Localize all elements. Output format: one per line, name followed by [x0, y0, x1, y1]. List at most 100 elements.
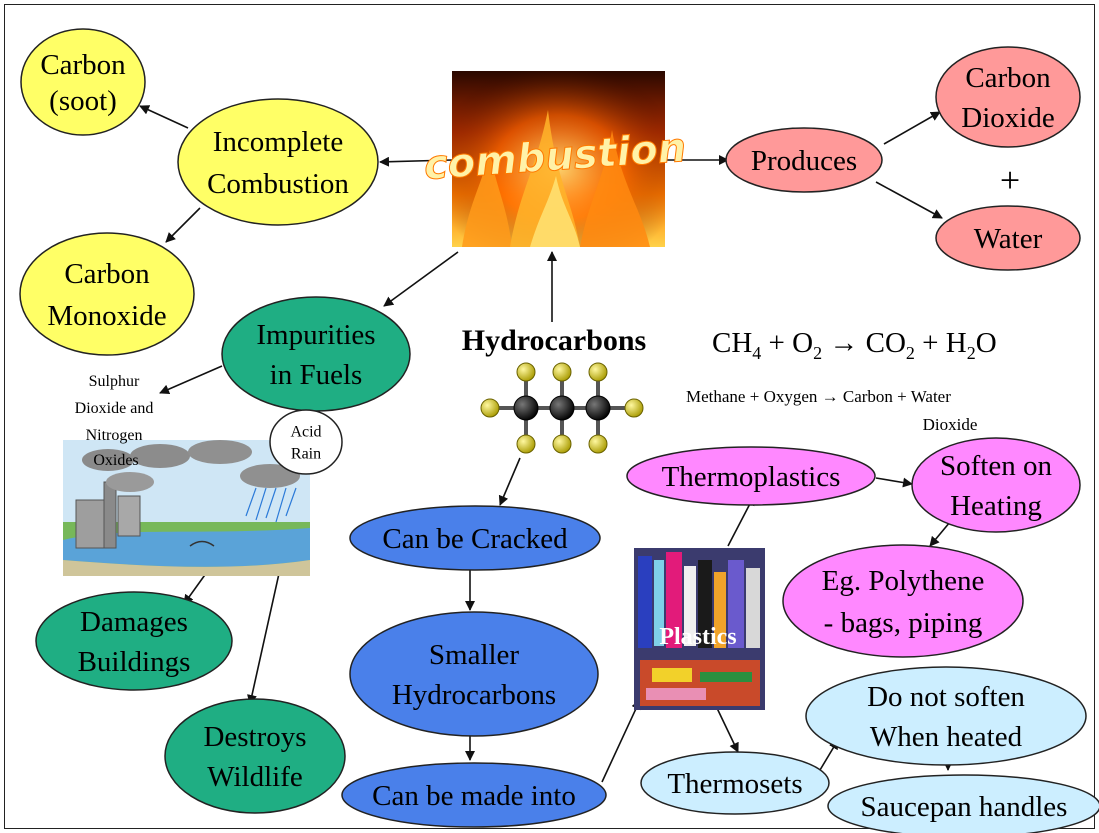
arrow-plastics-to-thermosets [715, 705, 739, 753]
node-produces-label-1: Produces [751, 145, 857, 177]
node-can-be-cracked-shape [349, 505, 601, 571]
node-impurities-label-2: in Fuels [270, 359, 363, 391]
acid-rain-landscape-image [63, 440, 310, 576]
node-soften-on-heating-shape [911, 437, 1081, 533]
node-carbon-monoxide-label-1: Carbon [64, 258, 150, 290]
arrow-molecule-to-cracked [498, 457, 521, 506]
node-destroys-wildlife-label-1: Destroys [203, 721, 306, 753]
hydrogen-atom-6 [516, 434, 536, 454]
node-carbon-soot-label-2: (soot) [49, 85, 117, 117]
node-incomplete-combustion-label-1: Incomplete [213, 126, 343, 158]
node-do-not-soften-label-1: Do not soften [867, 681, 1025, 713]
node-acid-rain-shape [269, 409, 343, 475]
node-water: Water [935, 205, 1081, 271]
hydrogen-atom-1 [480, 398, 500, 418]
node-impurities-shape [221, 296, 411, 412]
node-saucepan-handles-label-1: Saucepan handles [861, 791, 1068, 823]
carbon-atom-3 [585, 395, 611, 421]
node-saucepan-handles: Saucepan handles [827, 774, 1099, 833]
node-soften-on-heating-label-1: Soften on [940, 450, 1052, 482]
chemical-equation: CH4 + O2 → CO2 + H2O [712, 327, 997, 363]
arrow-produces-to-co2 [883, 111, 941, 145]
node-impurities: Impurities in Fuels [221, 296, 411, 412]
arrow-soften-to-polythene [929, 521, 951, 547]
eq-plus1: + [761, 327, 792, 359]
node-can-be-cracked: Can be Cracked [349, 505, 601, 571]
node-thermosets-label-1: Thermosets [667, 768, 802, 800]
node-carbon-dioxide-label-1: Carbon [965, 62, 1051, 94]
sulphur-line-3: Nitrogen [86, 427, 143, 444]
hydrocarbons-title: Hydrocarbons [462, 324, 646, 357]
eq-o-sub: 2 [813, 343, 822, 363]
eq-co: CO [866, 327, 906, 359]
arrow-combustion-to-incomplete [379, 156, 453, 167]
node-thermoplastics-shape [626, 446, 876, 506]
arrow-incomplete-to-soot [139, 105, 189, 129]
hydrogen-atom-8 [588, 434, 608, 454]
node-carbon-dioxide-label-2: Dioxide [961, 102, 1054, 134]
sulphur-line-1: Sulphur [89, 373, 140, 390]
node-polythene: Eg. Polythene - bags, piping [782, 544, 1024, 658]
node-carbon-soot: Carbon (soot) [20, 28, 146, 136]
node-do-not-soften-shape [805, 666, 1087, 766]
node-soften-on-heating: Soften on Heating [911, 437, 1081, 533]
node-incomplete-combustion-shape [177, 98, 379, 226]
node-carbon-soot-shape [20, 28, 146, 136]
word-equation-line-2: Dioxide [923, 415, 978, 434]
node-incomplete-combustion-label-2: Combustion [207, 168, 349, 200]
arrow-combustion-to-impurities [383, 251, 459, 307]
carbon-atom-1 [513, 395, 539, 421]
hydrogen-atom-7 [552, 434, 572, 454]
node-polythene-shape [782, 544, 1024, 658]
node-can-be-made-into-shape [341, 762, 607, 828]
node-polythene-label-1: Eg. Polythene [822, 565, 985, 597]
node-impurities-label-1: Impurities [256, 319, 375, 351]
arrow-madeinto-to-plastics [601, 699, 641, 783]
hydrogen-atom-3 [516, 362, 536, 382]
node-damages-buildings-shape [35, 591, 233, 691]
sulphur-dioxide-text: Sulphur Dioxide and Nitrogen Oxides [75, 373, 158, 469]
hydrogen-atom-4 [552, 362, 572, 382]
eq-co-sub: 2 [906, 343, 915, 363]
node-water-shape [935, 205, 1081, 271]
node-thermoplastics-label-1: Thermoplastics [662, 461, 841, 493]
node-damages-buildings-label-1: Damages [80, 606, 188, 638]
eq-o: O [792, 327, 813, 359]
plus-sign: + [1000, 160, 1020, 200]
node-do-not-soften-label-2: When heated [870, 721, 1023, 753]
node-thermosets-shape [640, 751, 830, 815]
node-acid-rain-label-2: Rain [291, 446, 321, 463]
arrow-thermoplastics-to-soften [875, 477, 913, 488]
node-destroys-wildlife-label-2: Wildlife [207, 761, 302, 793]
butane-molecule-image [480, 362, 644, 454]
plastics-image: Plastics [634, 548, 765, 710]
node-carbon-monoxide-shape [19, 232, 195, 356]
arrow-impurities-to-sulphur [159, 365, 223, 394]
node-can-be-made-into: Can be made into [341, 762, 607, 828]
node-carbon-soot-label-1: Carbon [40, 49, 126, 81]
node-destroys-wildlife-shape [164, 698, 346, 814]
node-damages-buildings-label-2: Buildings [78, 646, 191, 678]
word-equation-line-1: Methane + Oxygen → Carbon + Water [686, 387, 951, 406]
node-water-label-1: Water [974, 223, 1043, 255]
sulphur-line-2: Dioxide and [75, 400, 154, 417]
plastics-image-label: Plastics [659, 624, 736, 650]
eq-h-end: O [976, 327, 997, 359]
hydrogen-atom-5 [588, 362, 608, 382]
arrow-produces-to-water [875, 181, 943, 219]
node-can-be-cracked-label-1: Can be Cracked [382, 523, 568, 555]
node-saucepan-handles-shape [827, 774, 1099, 833]
node-soften-on-heating-label-2: Heating [950, 490, 1042, 522]
node-polythene-label-2: - bags, piping [824, 607, 983, 639]
node-can-be-made-into-label-1: Can be made into [372, 780, 576, 812]
eq-arrow: → [822, 327, 866, 359]
